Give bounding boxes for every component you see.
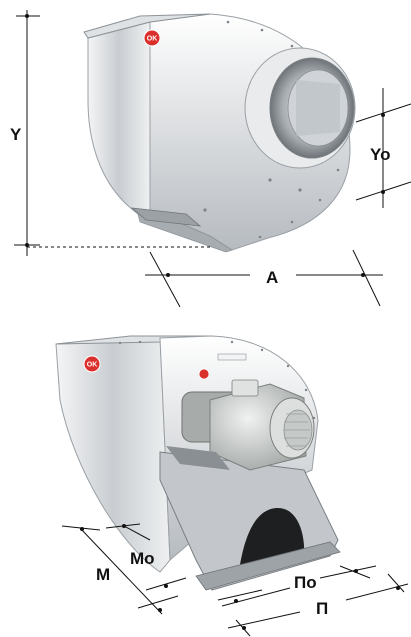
- label-outlet-depth: Mo: [130, 549, 155, 568]
- top-fan-badge-text: OK: [147, 36, 158, 43]
- top-fan-outlet: [83, 13, 211, 39]
- top-dimension-ticks: [25, 14, 385, 277]
- bottom-fan-small-badge: [198, 368, 210, 380]
- bottom-fan-illustration: OK: [55, 335, 341, 591]
- label-base-outlet-length: По: [294, 573, 317, 592]
- top-fan-badge: OK: [143, 29, 161, 47]
- label-width: A: [266, 268, 278, 287]
- bottom-dimension-ticks: [80, 524, 400, 630]
- bottom-fan-rivets: [118, 340, 316, 420]
- top-fan-base: [130, 207, 202, 227]
- label-depth: M: [96, 565, 110, 584]
- bottom-fan-foot: [195, 541, 341, 591]
- label-outlet-height: Yo: [370, 145, 390, 164]
- motor-icon: [181, 379, 315, 471]
- top-fan-illustration: OK: [83, 13, 356, 253]
- bottom-fan-motor-support: [166, 446, 230, 470]
- label-height: Y: [10, 125, 22, 144]
- top-fan-inlet: [244, 47, 356, 169]
- label-base-length: П: [316, 599, 328, 618]
- bottom-fan-badge-text: OK: [87, 362, 98, 369]
- top-fan-scroll-band: [87, 21, 151, 215]
- bottom-fan-nameplate: [217, 353, 247, 361]
- bottom-fan-scroll-band: [55, 335, 171, 573]
- bottom-fan-badge: OK: [83, 355, 101, 373]
